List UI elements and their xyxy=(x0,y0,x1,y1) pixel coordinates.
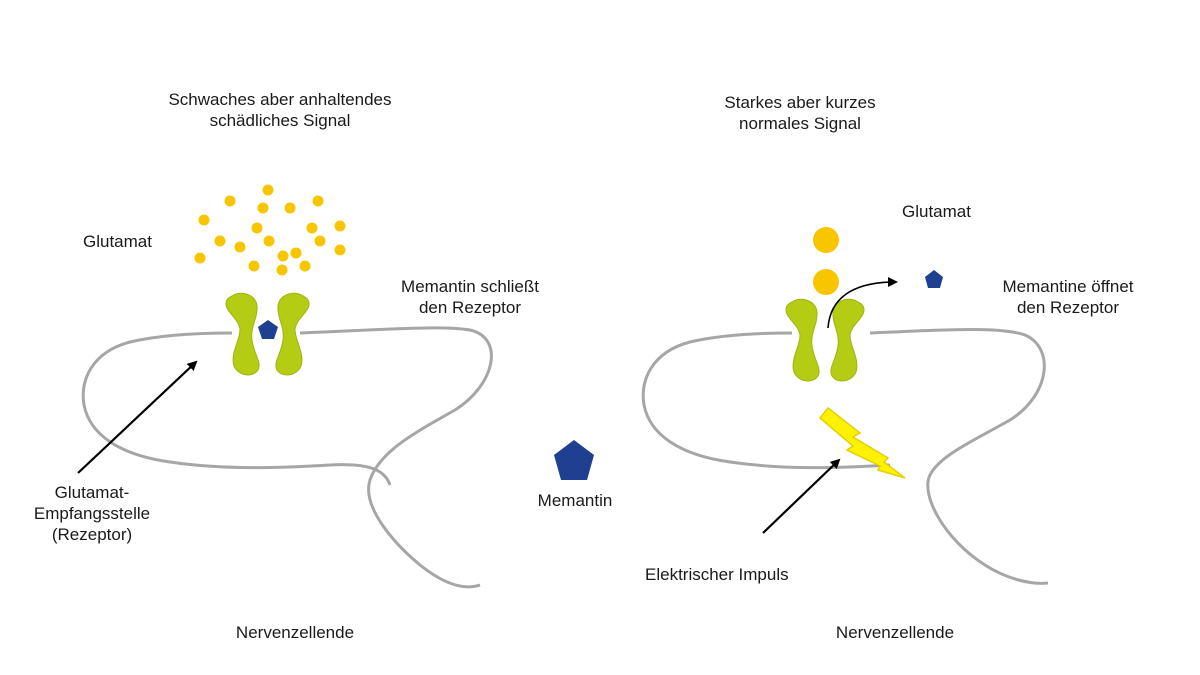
glutamate-dot xyxy=(306,222,318,234)
right-glutamate-label: Glutamat xyxy=(902,202,971,221)
left-memantine-action-label: Memantin schließt den Rezeptor xyxy=(385,276,555,318)
glutamate-dot xyxy=(194,252,206,264)
right-glutamate-cluster xyxy=(813,227,839,295)
left-memantine-action-line2: den Rezeptor xyxy=(418,298,522,317)
glutamate-dot xyxy=(248,260,260,272)
right-footer-label: Nervenzellende xyxy=(835,623,955,642)
memantine-legend-label: Memantin xyxy=(537,491,613,510)
left-glutamate-cluster xyxy=(194,184,346,276)
glutamate-dot xyxy=(234,241,246,253)
left-receptor xyxy=(225,292,310,376)
glutamate-dot xyxy=(198,214,210,226)
glutamate-dot xyxy=(276,264,288,276)
impulse-pointer-arrow xyxy=(762,458,841,534)
glutamate-dot xyxy=(224,195,236,207)
glutamate-dot xyxy=(257,202,269,214)
glutamate-dot xyxy=(299,260,311,272)
right-memantine-action-line2: den Rezeptor xyxy=(1016,298,1120,317)
glutamate-dot xyxy=(277,250,289,262)
left-nerve-membrane xyxy=(81,326,493,589)
receptor-label-line2: Empfangsstelle xyxy=(33,504,151,523)
right-title-line1: Starkes aber kurzes xyxy=(724,93,876,112)
glutamate-dot xyxy=(334,244,346,256)
glutamate-dot xyxy=(312,195,324,207)
glutamate-dot xyxy=(314,235,326,247)
receptor-label-line3: (Rezeptor) xyxy=(51,525,133,544)
impulse-label: Elektrischer Impuls xyxy=(645,565,789,584)
glutamate-dot xyxy=(284,202,296,214)
left-glutamate-label: Glutamat xyxy=(83,232,152,251)
glutamate-dot xyxy=(214,235,226,247)
left-memantine-molecule xyxy=(258,320,278,339)
receptor-half-right xyxy=(830,298,865,382)
memantine-legend-icon xyxy=(554,440,594,480)
right-memantine-action-label: Memantine öffnet den Rezeptor xyxy=(978,276,1158,318)
right-memantine-action-line1: Memantine öffnet xyxy=(1002,277,1134,296)
left-title: Schwaches aber anhaltendes schädliches S… xyxy=(130,89,430,131)
receptor-label: Glutamat- Empfangsstelle (Rezeptor) xyxy=(22,482,162,545)
receptor-pointer-arrow xyxy=(77,360,198,474)
receptor-half-right xyxy=(275,292,310,376)
left-title-line2: schädliches Signal xyxy=(209,111,351,130)
left-title-line1: Schwaches aber anhaltendes xyxy=(168,90,392,109)
right-title: Starkes aber kurzes normales Signal xyxy=(680,92,920,134)
right-title-line2: normales Signal xyxy=(739,114,861,133)
right-receptor xyxy=(785,298,865,382)
receptor-half-left xyxy=(225,292,260,376)
lightning-bolt-icon xyxy=(818,406,906,479)
right-memantine-molecule xyxy=(925,270,943,288)
glutamate-dot xyxy=(813,227,839,253)
receptor-half-left xyxy=(785,298,820,382)
memantine-exit-arrow xyxy=(827,277,898,329)
right-nerve-membrane xyxy=(641,327,1049,585)
glutamate-dot xyxy=(251,222,263,234)
glutamate-dot xyxy=(813,269,839,295)
receptor-label-line1: Glutamat- xyxy=(54,483,130,502)
glutamate-dot xyxy=(334,220,346,232)
left-footer-label: Nervenzellende xyxy=(235,623,355,642)
glutamate-dot xyxy=(262,184,274,196)
glutamate-dot xyxy=(290,247,302,259)
left-memantine-action-line1: Memantin schließt xyxy=(401,277,539,296)
glutamate-dot xyxy=(263,235,275,247)
